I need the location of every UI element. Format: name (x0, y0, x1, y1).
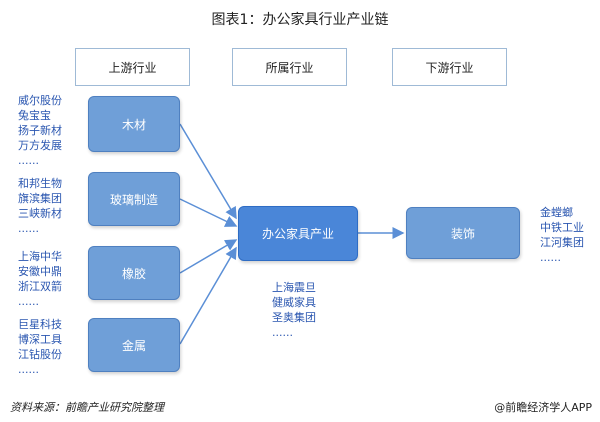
company-list-wood: 威尔股份 兔宝宝 扬子新材 万方发展 ...... (18, 93, 62, 168)
company-item: 上海震旦 (272, 281, 316, 294)
arrow-wood-to-industry (179, 123, 237, 220)
node-glass: 玻璃制造 (88, 172, 180, 226)
company-item: 健威家具 (272, 296, 316, 309)
arrow-rubber-to-industry (179, 239, 238, 274)
node-wood: 木材 (88, 96, 180, 152)
company-item: 万方发展 (18, 139, 62, 152)
header-downstream-label: 下游行业 (425, 60, 474, 75)
company-item: 兔宝宝 (18, 109, 51, 122)
company-list-metal: 巨星科技 博深工具 江钻股份 ...... (18, 317, 62, 377)
company-list-decoration: 金螳螂 中铁工业 江河集团 ...... (540, 205, 584, 265)
arrow-metal-to-industry (179, 246, 237, 345)
company-item: 旗滨集团 (18, 192, 62, 205)
company-item: ...... (272, 326, 293, 339)
company-item: 圣奥集团 (272, 311, 316, 324)
company-list-glass: 和邦生物 旗滨集团 三峡新材 ...... (18, 176, 62, 236)
header-downstream: 下游行业 (392, 48, 507, 86)
node-decoration: 装饰 (406, 207, 520, 259)
company-item: 中铁工业 (540, 221, 584, 234)
source-note: 资料来源：前瞻产业研究院整理 (10, 401, 164, 414)
company-item: 江钻股份 (18, 348, 62, 361)
company-list-office-furniture: 上海震旦 健威家具 圣奥集团 ...... (272, 280, 316, 340)
header-upstream: 上游行业 (75, 48, 190, 86)
company-item: 博深工具 (18, 333, 62, 346)
company-item: 三峡新材 (18, 207, 62, 220)
company-item: ...... (540, 251, 561, 264)
node-metal: 金属 (88, 318, 180, 372)
node-rubber-label: 橡胶 (121, 266, 146, 281)
company-item: 安徽中鼎 (18, 265, 62, 278)
brand-credit: @前瞻经济学人APP (494, 401, 592, 414)
diagram-title: 图表1：办公家具行业产业链 (211, 12, 389, 28)
company-item: ...... (18, 295, 39, 308)
company-item: 金螳螂 (540, 206, 573, 219)
company-item: 江河集团 (540, 236, 584, 249)
company-item: 和邦生物 (18, 177, 62, 190)
node-wood-label: 木材 (121, 117, 146, 132)
company-item: 巨星科技 (18, 318, 62, 331)
node-glass-label: 玻璃制造 (109, 192, 158, 207)
company-item: 扬子新材 (18, 124, 62, 137)
company-item: 上海中华 (18, 250, 62, 263)
company-list-rubber: 上海中华 安徽中鼎 浙江双箭 ...... (18, 249, 62, 309)
node-metal-label: 金属 (121, 338, 146, 353)
node-rubber: 橡胶 (88, 246, 180, 300)
node-decoration-label: 装饰 (450, 226, 475, 241)
company-item: 威尔股份 (18, 94, 62, 107)
header-industry-label: 所属行业 (265, 60, 314, 75)
node-office-furniture: 办公家具产业 (238, 206, 358, 261)
arrow-glass-to-industry (179, 198, 238, 227)
node-office-furniture-label: 办公家具产业 (261, 227, 334, 241)
company-item: 浙江双箭 (18, 280, 62, 293)
company-item: ...... (18, 154, 39, 167)
company-item: ...... (18, 222, 39, 235)
header-industry: 所属行业 (232, 48, 347, 86)
company-item: ...... (18, 363, 39, 376)
header-upstream-label: 上游行业 (108, 60, 157, 75)
